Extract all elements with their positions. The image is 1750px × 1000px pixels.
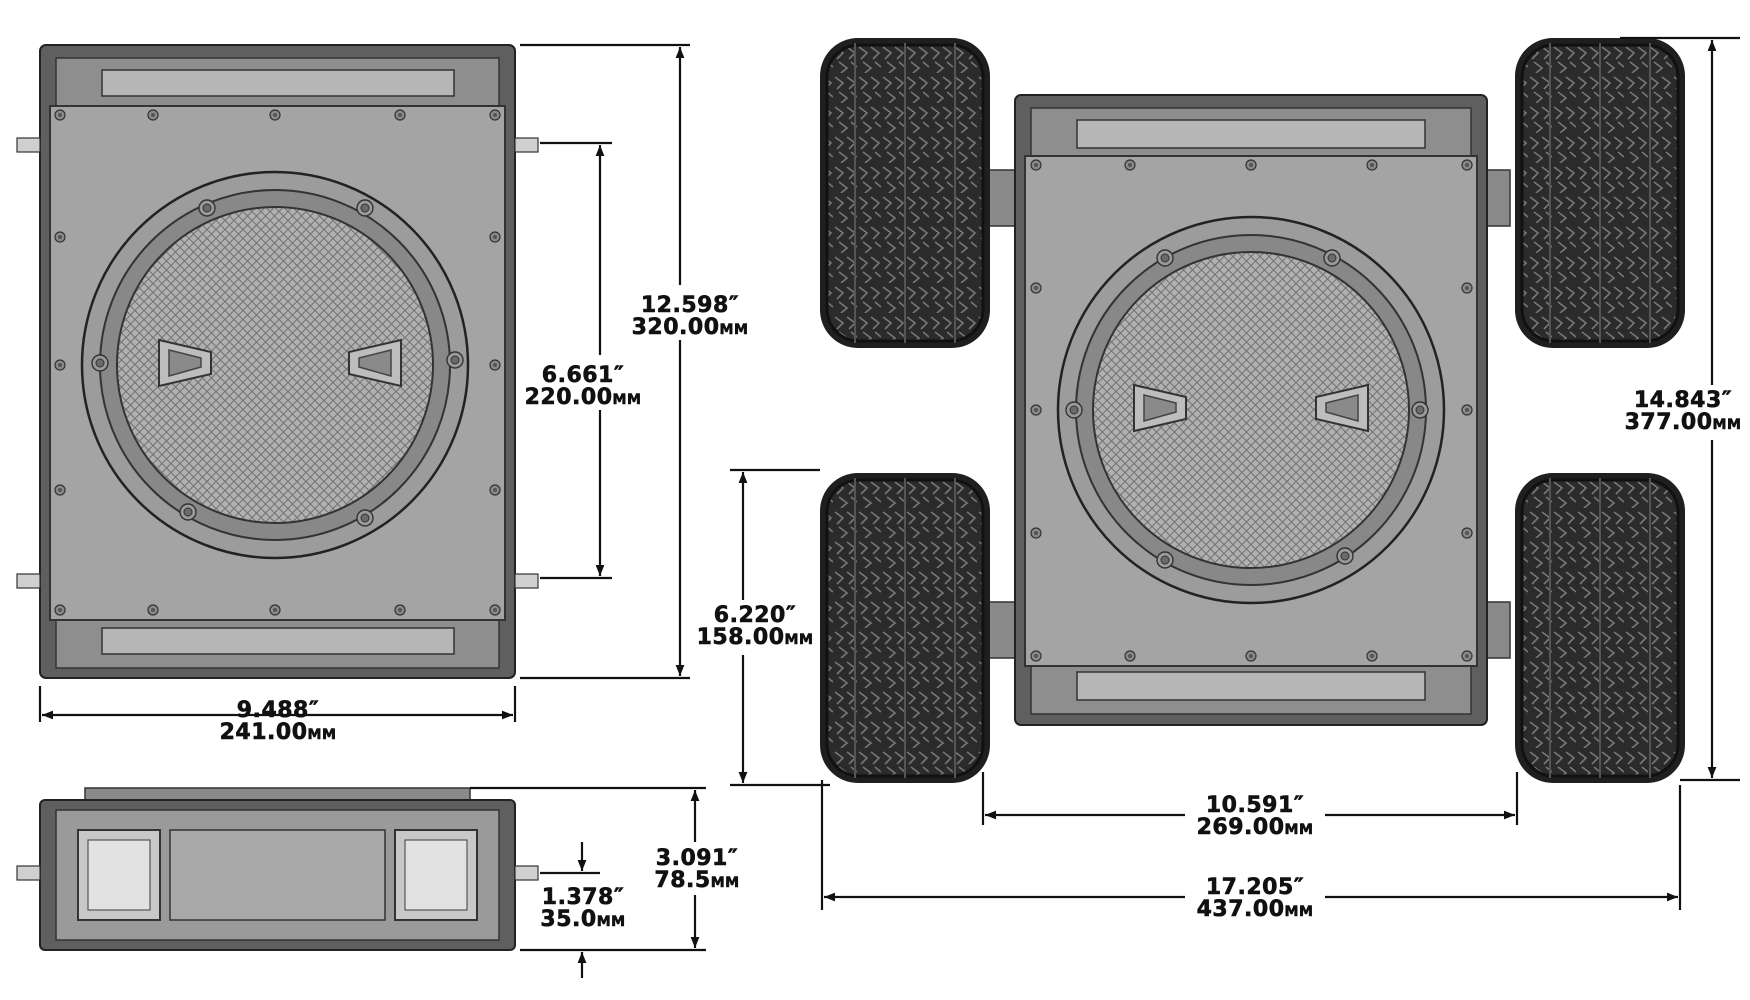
shaft-height-imperial: 1.378″ (542, 885, 624, 910)
side-view (16, 787, 539, 951)
robot-view (818, 36, 1687, 785)
inner-width-metric: 269.00MM (1197, 815, 1314, 840)
top-width-imperial: 9.488″ (237, 698, 319, 723)
wheel-track-imperial: 6.220″ (714, 603, 796, 628)
handle-spacing-metric: 220.00MM (525, 385, 642, 410)
top-view (16, 44, 539, 679)
handle-spacing-imperial: 6.661″ (542, 363, 624, 388)
overall-length-metric: 377.00MM (1625, 410, 1742, 435)
top-length-imperial: 12.598″ (641, 293, 739, 318)
shaft-height-metric: 35.0MM (540, 907, 625, 932)
top-width-metric: 241.00MM (220, 720, 337, 745)
overall-length-imperial: 14.843″ (1634, 388, 1732, 413)
robot-hatch (1056, 215, 1446, 605)
wheel-track-metric: 158.00MM (697, 625, 814, 650)
dimension-labels: 12.598″ 320.00MM 6.661″ 220.00MM 9.488″ … (219, 293, 1742, 933)
motor-icon (77, 829, 478, 921)
inner-width-imperial: 10.591″ (1206, 793, 1304, 818)
side-height-imperial: 3.091″ (656, 846, 738, 871)
overall-width-metric: 437.00MM (1197, 897, 1314, 922)
top-length-metric: 320.00MM (632, 315, 749, 340)
hatch-icon (80, 170, 470, 560)
dimension-lines (38, 36, 1740, 978)
overall-width-imperial: 17.205″ (1206, 875, 1304, 900)
side-height-metric: 78.5MM (654, 868, 739, 893)
